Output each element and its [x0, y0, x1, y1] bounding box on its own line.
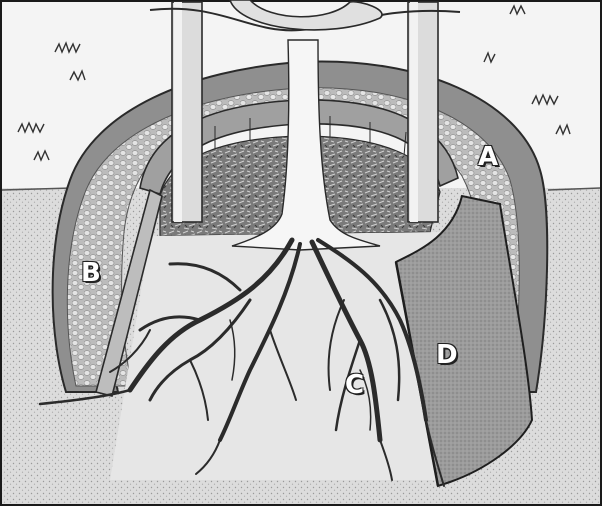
pit-soil	[110, 232, 446, 480]
